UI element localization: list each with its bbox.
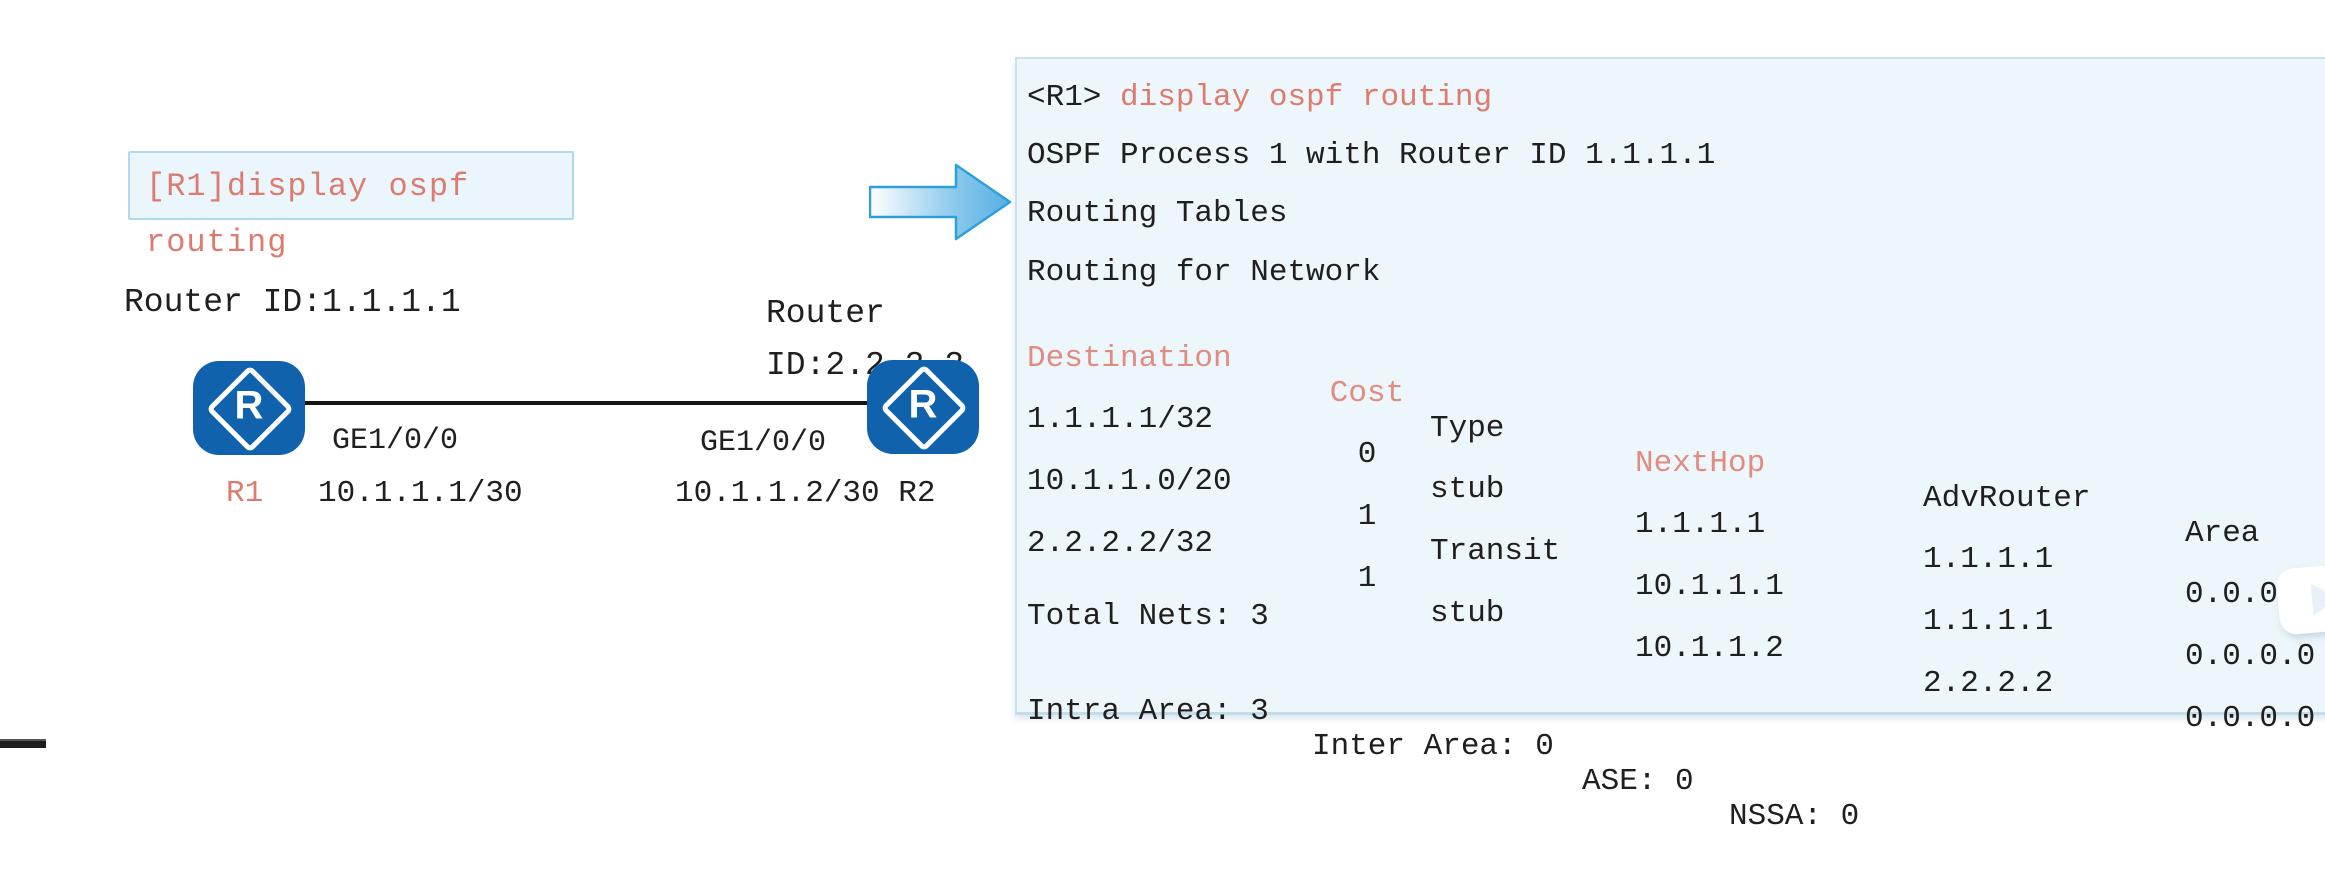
table-header-row: Destination Cost Type NextHop AdvRouter … xyxy=(1017,306,2325,551)
link-line-r1-r2 xyxy=(303,401,869,405)
header-area: Area xyxy=(2185,516,2260,551)
ase-count: ASE: 0 xyxy=(1582,764,1694,799)
header-cost: Cost xyxy=(1329,376,1405,411)
console-command-line: <R1> display ospf routing xyxy=(1017,80,2325,120)
play-button-body xyxy=(2275,562,2325,636)
nssa-count: NSSA: 0 xyxy=(1729,799,1860,834)
r2-name-label: R2 xyxy=(879,476,936,511)
router-letter: R xyxy=(908,382,938,427)
r1-router-id-label: Router ID:1.1.1.1 xyxy=(124,284,461,321)
console-prompt: <R1> xyxy=(1027,80,1121,115)
area-summary-line: Intra Area: 3 Inter Area: 0 ASE: 0 NSSA:… xyxy=(1017,659,2325,834)
inter-area-count: Inter Area: 0 xyxy=(1312,729,1554,764)
table-row: 2.2.2.2/32 1 stub 10.1.1.2 2.2.2.2 0.0.0… xyxy=(1027,526,2316,736)
routing-network-line: Routing for Network xyxy=(1027,255,1381,290)
r1-name-label: R1 xyxy=(226,476,264,511)
play-triangle-icon xyxy=(2310,581,2325,616)
command-callout-box xyxy=(128,151,574,220)
command-callout-line1: [R1]display ospf xyxy=(146,168,470,205)
r1-ip-label: 10.1.1.1/30 xyxy=(318,476,523,511)
header-type: Type xyxy=(1430,411,1505,446)
r2-ip-label: 10.1.1.2/30 R2 xyxy=(675,476,936,511)
flow-arrow-icon xyxy=(869,163,1012,241)
video-play-icon[interactable] xyxy=(2266,550,2325,650)
table-row: 1.1.1.1/32 0 stub 1.1.1.1 1.1.1.1 0.0.0.… xyxy=(1027,402,2316,612)
r2-router-icon: R xyxy=(867,360,979,454)
r1-interface-label: GE1/0/0 xyxy=(332,424,459,458)
header-advrouter: AdvRouter xyxy=(1923,481,2091,516)
r1-router-icon: R xyxy=(193,361,305,455)
ospf-process-line: OSPF Process 1 with Router ID 1.1.1.1 xyxy=(1027,138,1716,173)
console-command: display ospf routing xyxy=(1120,80,1493,115)
total-nets-line: Total Nets: 3 xyxy=(1027,599,1269,634)
console-output-panel: <R1> display ospf routing OSPF Process 1… xyxy=(1015,57,2325,834)
header-destination: Destination xyxy=(1027,341,1232,376)
router-letter: R xyxy=(234,383,264,428)
corner-artifact xyxy=(0,739,46,748)
command-callout-line2: routing xyxy=(146,224,288,261)
r2-interface-label: GE1/0/0 xyxy=(700,426,827,460)
header-nexthop: NextHop xyxy=(1635,446,1766,481)
intra-area-count: Intra Area: 3 xyxy=(1027,694,1269,729)
routing-tables-line: Routing Tables xyxy=(1027,196,1288,231)
table-row: 10.1.1.0/20 1 Transit 10.1.1.1 1.1.1.1 0… xyxy=(1027,464,2316,674)
